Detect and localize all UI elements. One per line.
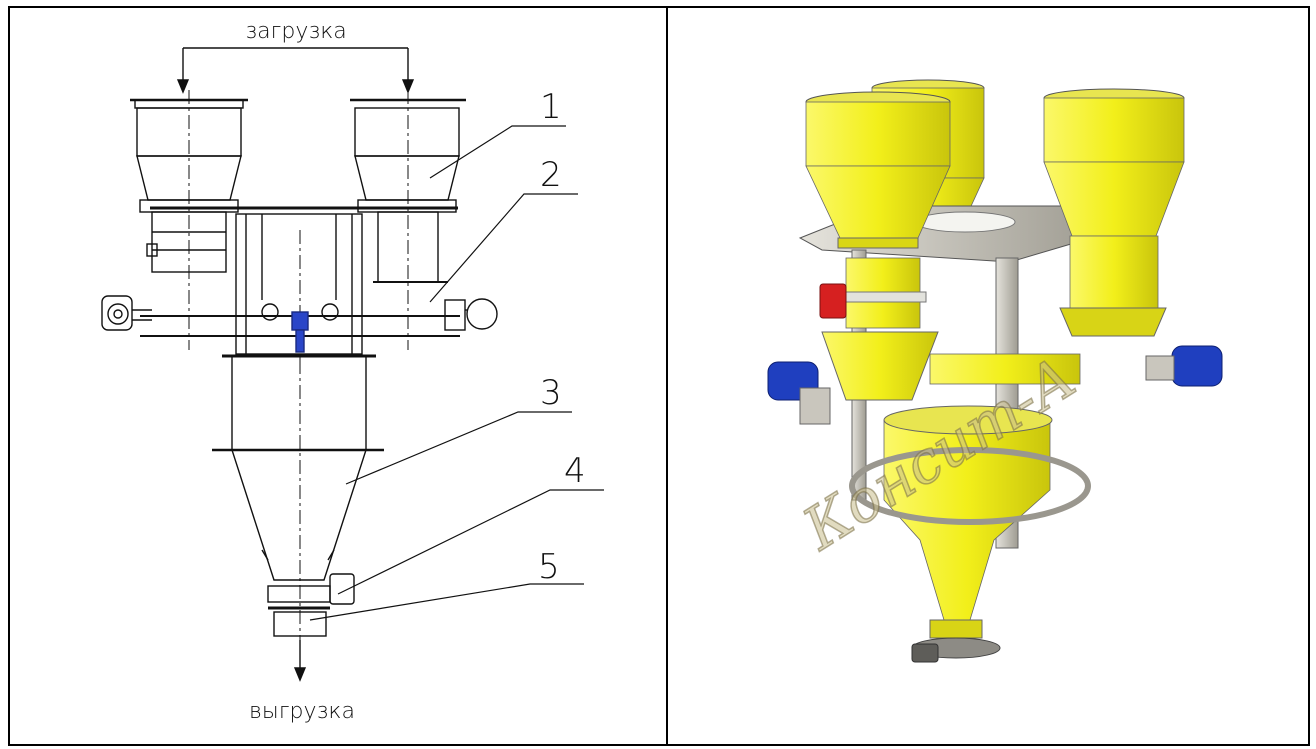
- render-illustration: Консит-А: [767, 79, 1223, 663]
- loading-label: загрузка: [245, 19, 347, 44]
- motor-left: [101, 295, 152, 331]
- render-motor-left: [767, 361, 831, 425]
- leader-lines: [309, 125, 604, 621]
- callout-4: 4: [564, 451, 586, 491]
- loading-arrows: [176, 47, 415, 94]
- render-duct: [929, 353, 1081, 385]
- render-cyclone: [849, 405, 1091, 663]
- callout-3: 3: [540, 373, 562, 413]
- drawing-panel: [8, 6, 668, 746]
- callout-1: 1: [540, 87, 562, 127]
- render-hopper-left: [805, 91, 951, 249]
- cyclone: [212, 355, 384, 670]
- center-drive: [261, 303, 339, 353]
- motor-right: [444, 298, 498, 331]
- hopper-right: [350, 90, 466, 350]
- render-valve-column: [819, 257, 939, 401]
- unloading-label: выгрузка: [249, 699, 355, 724]
- technical-drawing: [101, 47, 604, 682]
- render-hopper-right: [1043, 88, 1185, 337]
- unloading-arrow: [293, 640, 307, 682]
- callout-2: 2: [540, 155, 562, 195]
- callout-5: 5: [538, 547, 560, 587]
- hopper-left: [130, 90, 248, 350]
- render-motor-right: [1145, 345, 1223, 387]
